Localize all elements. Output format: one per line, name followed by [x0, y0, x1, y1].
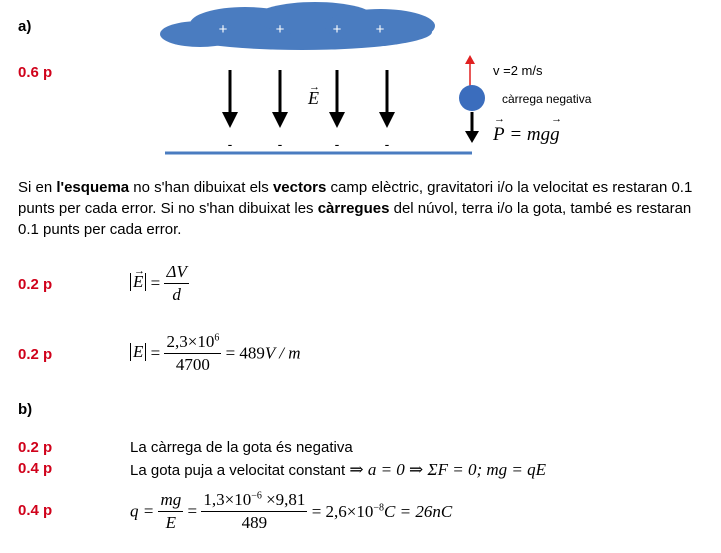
weight-equation: P = mgg [493, 113, 562, 146]
b-line1-points: 0.2 p [18, 439, 53, 456]
velocity-label: v =2 m/s [493, 63, 543, 78]
section-a-points: 0.6 p [18, 64, 53, 81]
eq1-points: 0.2 p [18, 276, 53, 293]
ground-charge: - [335, 136, 340, 152]
ground-charge: - [278, 136, 283, 152]
b-line3-points: 0.4 p [18, 502, 53, 519]
instructions-paragraph: Si en l'esquema no s'han dibuixat els ve… [18, 179, 693, 238]
eq2-points: 0.2 p [18, 346, 53, 363]
cloud-charge: + [219, 21, 228, 38]
b-line2-points: 0.4 p [18, 460, 53, 477]
cloud-charge: + [333, 21, 342, 38]
field-vector-arrow: → [309, 81, 320, 93]
b-line1-text: La càrrega de la gota és negativa [130, 439, 353, 456]
electric-field-diagram: + + + + E → - - - - [160, 2, 485, 155]
cloud-charge: + [376, 21, 385, 38]
section-b-label: b) [18, 401, 33, 418]
charge-label: càrrega negativa [502, 92, 592, 106]
cloud-icon [160, 2, 435, 50]
velocity-arrow [465, 55, 475, 86]
drop-icon [459, 85, 485, 111]
b-line2-text: La gota puja a velocitat constant ⇒ a = … [130, 460, 547, 479]
eq1-formula: E = ΔVd [130, 262, 189, 305]
ground-charge: - [228, 136, 233, 152]
weight-arrow [465, 112, 479, 143]
ground-charge: - [385, 136, 390, 152]
section-a-label: a) [18, 18, 32, 35]
field-arrows [222, 70, 395, 128]
cloud-charge: + [276, 21, 285, 38]
field-symbol: E [307, 88, 319, 108]
